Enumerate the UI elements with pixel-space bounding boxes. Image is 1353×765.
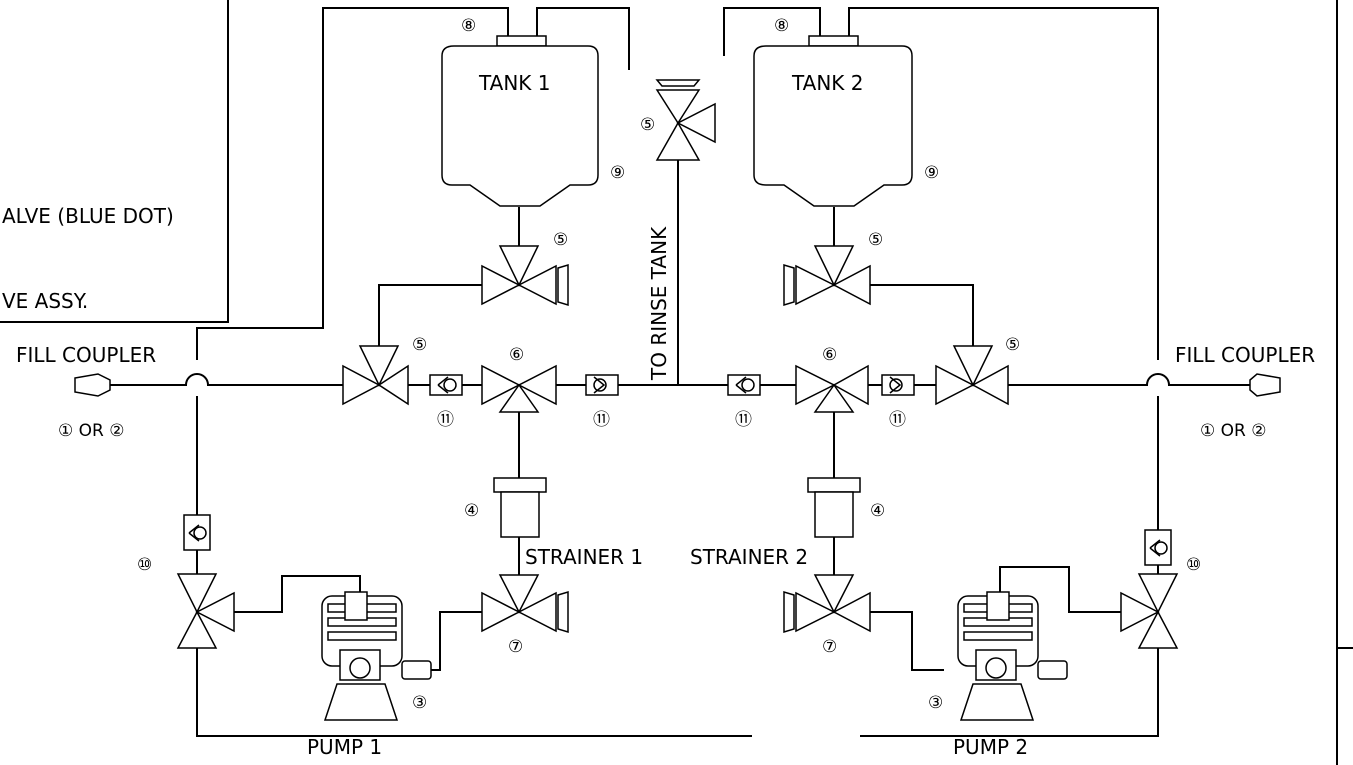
bypass-valve-10-left: ⑩ [137,514,235,649]
callout-7-left: ⑦ [508,637,523,657]
fill-coupler-right-label: FILL COUPLER [1175,343,1315,367]
callout-3-right: ③ [928,693,943,713]
callout-10-left: ⑩ [137,555,152,575]
strainer-2: ④ STRAINER 2 [690,477,885,569]
strainer-1-label: STRAINER 1 [525,545,643,569]
pump-1: PUMP 1 ③ [307,591,432,759]
callout-8-tank-1: ⑧ [461,16,476,36]
valve-5-tank-1: ⑤ [481,230,569,307]
pump-1-label: PUMP 1 [307,735,382,759]
valve-6-left: ⑥ [481,345,557,413]
strainer-1: ④ STRAINER 1 [464,477,643,569]
tank-1-label: TANK 1 [478,71,551,95]
tank-1: TANK 1 ⑧ ⑨ [441,16,625,207]
pump-2: PUMP 2 ③ [928,591,1068,759]
callout-9-tank-1: ⑨ [610,163,625,183]
callout-5-tank-2-outlet: ⑤ [868,230,883,250]
fill-coupler-left: FILL COUPLER ① OR ② [16,343,156,441]
valve-5-left-main: ⑤ [342,335,427,406]
callout-8-tank-2: ⑧ [774,16,789,36]
check-valve-11-b: ⑪ [585,374,619,430]
piping [110,7,1250,737]
valve-5-tank-2: ⑤ [783,230,883,307]
valve-5-right-main: ⑤ [935,335,1020,406]
callout-3-left: ③ [412,693,427,713]
legend-box: ALVE (BLUE DOT) VE ASSY. [0,0,229,323]
callout-11-a: ⑪ [437,410,454,430]
fill-coupler-left-option: ① OR ② [58,421,124,441]
fill-coupler-left-label: FILL COUPLER [16,343,156,367]
strainer-2-label: STRAINER 2 [690,545,808,569]
check-valve-11-d: ⑪ [881,374,915,430]
callout-10-right: ⑩ [1186,555,1201,575]
callout-7-right: ⑦ [822,637,837,657]
valve-7-right: ⑦ [783,574,871,657]
callout-6-left: ⑥ [509,345,524,365]
callout-5-right-main: ⑤ [1005,335,1020,355]
callout-4-left: ④ [464,501,479,521]
fill-coupler-right-option: ① OR ② [1200,421,1266,441]
callout-5-left-main: ⑤ [412,335,427,355]
tank-2-label: TANK 2 [791,71,864,95]
legend-line-1: ALVE (BLUE DOT) [2,204,174,228]
legend-line-2: VE ASSY. [2,289,88,313]
bypass-valve-10-right: ⑩ [1120,529,1201,649]
fill-coupler-right: FILL COUPLER ① OR ② [1175,343,1315,441]
callout-11-d: ⑪ [889,410,906,430]
callout-6-right: ⑥ [822,345,837,365]
callout-11-b: ⑪ [593,410,610,430]
check-valve-11-a: ⑪ [429,374,463,430]
callout-9-tank-2: ⑨ [924,163,939,183]
check-valve-11-c: ⑪ [727,374,761,430]
rinse-tank-valve: ⑤ TO RINSE TANK [640,79,716,381]
callout-11-c: ⑪ [735,410,752,430]
valve-6-right: ⑥ [795,345,869,413]
pump-2-label: PUMP 2 [953,735,1028,759]
callout-5-rinse: ⑤ [640,115,655,135]
tank-2: TANK 2 ⑧ ⑨ [753,16,939,207]
right-border [1336,0,1353,765]
rinse-tank-label: TO RINSE TANK [647,226,671,381]
valve-7-left: ⑦ [481,574,569,657]
callout-5-tank-1-outlet: ⑤ [553,230,568,250]
callout-4-right: ④ [870,501,885,521]
